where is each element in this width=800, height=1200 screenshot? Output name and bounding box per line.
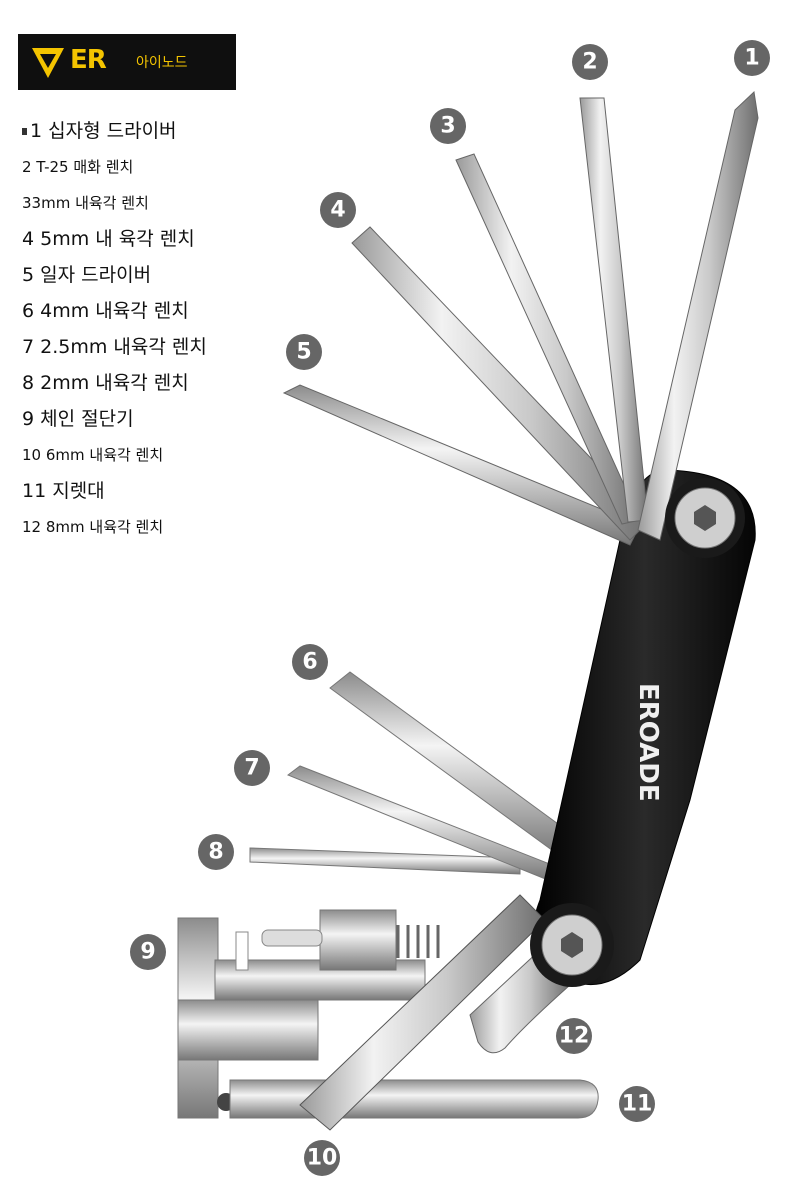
spec-item-12: 12 8mm 내육각 렌치 <box>22 518 164 536</box>
lever-tool <box>229 1079 599 1119</box>
svg-text:2: 2 <box>582 50 597 75</box>
svg-text:6: 6 <box>302 650 317 675</box>
spec-item-3: 33mm 내육각 렌치 <box>22 194 149 212</box>
spec-item-6: 6 4mm 내육각 렌치 <box>22 300 189 322</box>
svg-text:11: 11 <box>622 1092 653 1117</box>
badge-9: 9 <box>130 934 166 970</box>
spec-item-11: 11 지렛대 <box>22 480 105 502</box>
badge-8: 8 <box>198 834 234 870</box>
badge-1: 1 <box>734 40 770 76</box>
badge-7: 7 <box>234 750 270 786</box>
svg-text:3: 3 <box>440 114 455 139</box>
badge-2: 2 <box>572 44 608 80</box>
brand-logo: ER 아이노드 <box>18 34 236 90</box>
svg-text:7: 7 <box>244 756 259 781</box>
shield-logo-icon <box>32 48 64 78</box>
pivot-bolts <box>530 478 745 987</box>
badge-5: 5 <box>286 334 322 370</box>
badge-11: 11 <box>619 1086 655 1122</box>
spec-item-8: 8 2mm 내육각 렌치 <box>22 372 189 394</box>
spec-item-4: 4 5mm 내 육각 렌치 <box>22 228 195 250</box>
fanned-bits <box>282 90 759 546</box>
spec-item-1: 1 십자형 드라이버 <box>22 116 207 152</box>
spec-item-5: 5 일자 드라이버 <box>22 264 152 286</box>
svg-text:12: 12 <box>559 1024 590 1049</box>
small-hex-keys <box>249 671 581 881</box>
svg-text:10: 10 <box>307 1146 338 1171</box>
handle-brand-text: EROADE <box>633 683 663 802</box>
svg-text:4: 4 <box>330 198 345 223</box>
svg-text:9: 9 <box>140 940 155 965</box>
svg-text:1: 1 <box>744 46 759 71</box>
badge-10: 10 <box>304 1140 340 1176</box>
chain-breaker-tool <box>177 909 440 1119</box>
spec-item-7: 7 2.5mm 내육각 렌치 <box>22 336 207 358</box>
spec-item-10: 10 6mm 내육각 렌치 <box>22 446 164 464</box>
svg-text:8: 8 <box>208 840 223 865</box>
badge-6: 6 <box>292 644 328 680</box>
spec-item-2: 2 T-25 매화 렌치 <box>22 158 134 176</box>
badge-3: 3 <box>430 108 466 144</box>
logo-brand-text: ER <box>70 45 107 75</box>
svg-text:5: 5 <box>296 340 311 365</box>
logo-subtitle: 아이노드 <box>136 55 188 71</box>
tool-spec-list: 1 십자형 드라이버 2 T-25 매화 렌치 33mm 내육각 렌치 4 5m… <box>22 116 207 548</box>
badge-4: 4 <box>320 192 356 228</box>
badge-12: 12 <box>556 1018 592 1054</box>
spec-item-9: 9 체인 절단기 <box>22 408 134 430</box>
